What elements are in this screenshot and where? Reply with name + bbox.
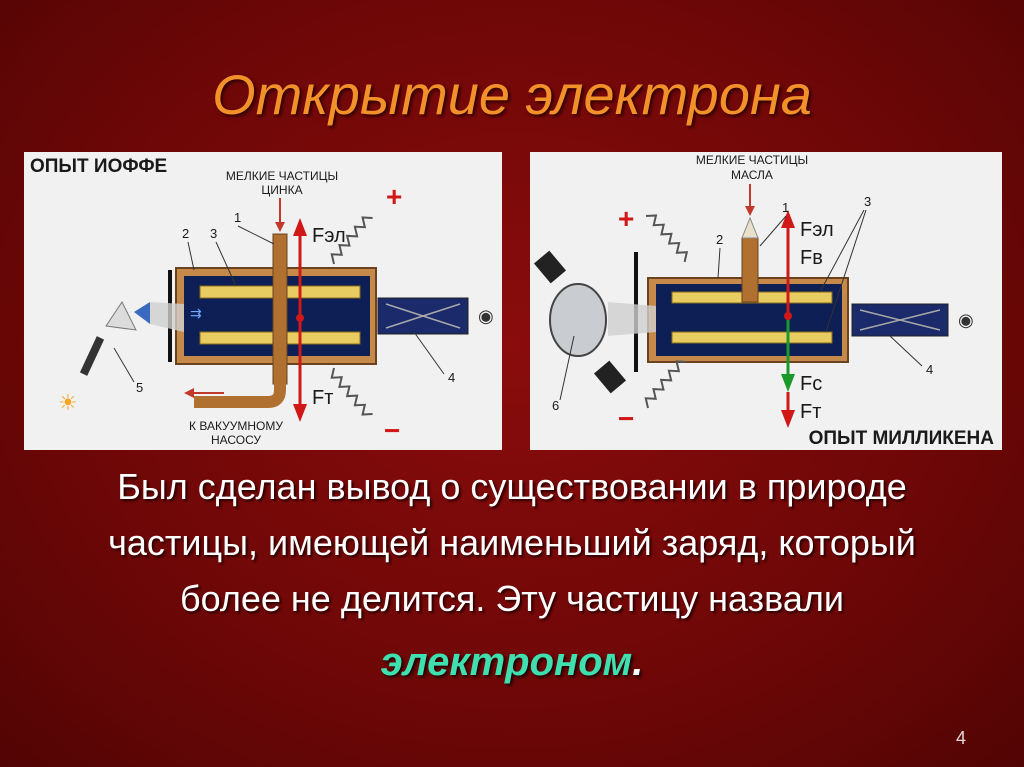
millikan-title: ОПЫТ МИЛЛИКЕНА — [809, 428, 995, 449]
millikan-lamp-end-top — [533, 250, 567, 284]
millikan-marker-1: 1 — [782, 200, 789, 215]
millikan-marker-6: 6 — [552, 398, 559, 413]
ioffe-force-el: Fэл — [312, 225, 346, 247]
ioffe-pump-tube — [194, 364, 286, 408]
millikan-lamp-end-bottom — [593, 360, 627, 394]
millikan-force-b: Fв — [800, 247, 823, 269]
slide-title: Открытие электрона — [212, 63, 812, 126]
millikan-particles-label-2: МАСЛА — [731, 168, 773, 182]
ioffe-force-t: Fт — [312, 387, 333, 409]
ioffe-marker-2: 2 — [182, 226, 189, 241]
millikan-atomizer — [741, 237, 759, 303]
ioffe-particles-label-2: ЦИНКА — [261, 183, 302, 197]
millikan-lower-plate — [671, 331, 833, 344]
ioffe-lens — [134, 302, 150, 324]
conclusion-line-3: более не делится. Эту частицу назвали — [180, 578, 844, 619]
ioffe-light-beam — [150, 302, 184, 332]
millikan-marker-2: 2 — [716, 232, 723, 247]
conclusion-line-2: частицы, имеющей наименьший заряд, котор… — [108, 522, 916, 563]
ioffe-xray-tube — [79, 336, 105, 376]
conclusion-line-1: Был сделан вывод о существовании в приро… — [117, 466, 907, 507]
ioffe-eye-icon: ◉ — [478, 306, 494, 326]
slide-number: 4 — [955, 728, 966, 748]
ioffe-particles-label-1: МЕЛКИЕ ЧАСТИЦЫ — [226, 169, 338, 183]
ioffe-light-source-icon: ☀ — [58, 390, 78, 415]
ioffe-marker-3: 3 — [210, 226, 217, 241]
millikan-experiment-diagram: МЕЛКИЕ ЧАСТИЦЫ МАСЛА Fэл Fв Fс Fт — [530, 152, 1002, 450]
millikan-eye-icon: ◉ — [958, 310, 974, 330]
ioffe-upper-spring — [330, 216, 373, 265]
millikan-force-t: Fт — [800, 401, 821, 423]
electron-word-period: . — [632, 640, 644, 684]
ioffe-pump-label-1: К ВАКУУМНОМУ — [189, 419, 283, 433]
millikan-upper-spring — [645, 214, 689, 263]
electron-highlight: электроном. — [0, 640, 1024, 685]
ioffe-pump-label-2: НАСОСУ — [211, 433, 261, 447]
ioffe-marker-1: 1 — [234, 210, 241, 225]
ioffe-plus-terminal: + — [386, 181, 402, 212]
millikan-lamp-bulb — [549, 283, 607, 357]
ioffe-minus-terminal: − — [384, 415, 400, 446]
ioffe-feed-tube — [272, 233, 288, 385]
millikan-marker-3: 3 — [864, 194, 871, 209]
electron-word: электроном — [380, 640, 633, 684]
millikan-force-el: Fэл — [800, 219, 834, 241]
millikan-marker-4: 4 — [926, 362, 933, 377]
millikan-particles-label-1: МЕЛКИЕ ЧАСТИЦЫ — [696, 153, 808, 167]
millikan-plus-terminal: + — [618, 203, 634, 234]
millikan-light-beam — [608, 302, 656, 336]
ioffe-experiment-diagram: ОПЫТ ИОФФЕ МЕЛКИЕ ЧАСТИЦЫ ЦИНКА ⇉ К ВАКУ… — [24, 152, 502, 450]
ioffe-flow-arrows: ⇉ — [190, 305, 202, 321]
millikan-lower-spring — [644, 360, 687, 409]
millikan-force-c: Fс — [800, 373, 822, 395]
ioffe-title: ОПЫТ ИОФФЕ — [30, 156, 167, 177]
ioffe-marker-4: 4 — [448, 370, 455, 385]
ioffe-lower-spring — [330, 367, 373, 416]
ioffe-marker-5: 5 — [136, 380, 143, 395]
ioffe-prism — [105, 301, 137, 331]
millikan-minus-terminal: − — [618, 403, 634, 434]
